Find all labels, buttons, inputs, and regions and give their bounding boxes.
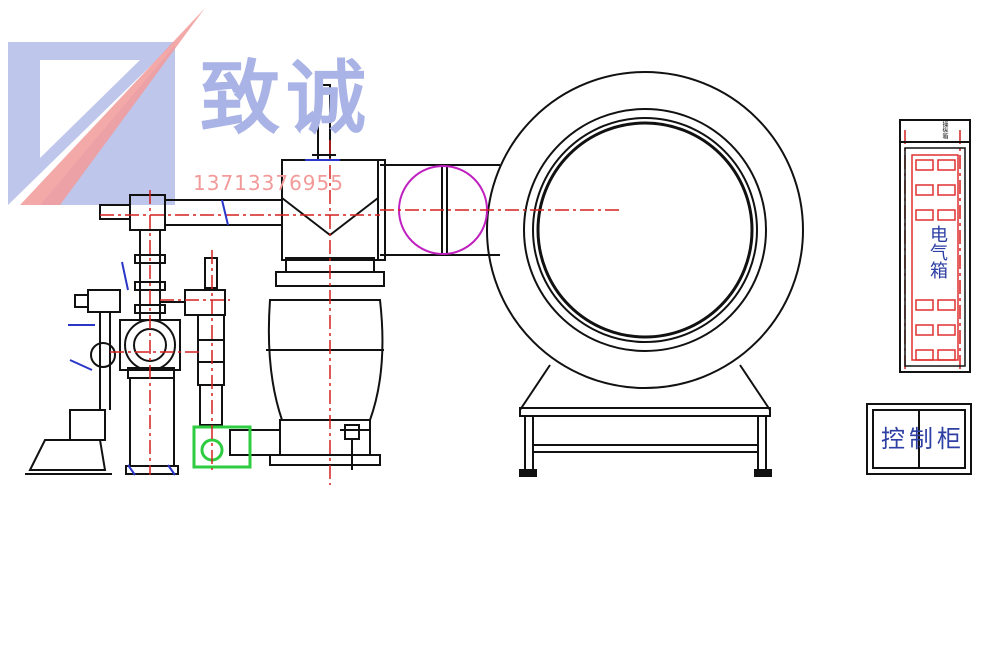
cabinet-slot xyxy=(915,349,934,361)
cabinet-slot xyxy=(937,159,956,171)
watermark-phone: 13713376955 xyxy=(193,171,344,195)
separator-valve xyxy=(340,424,370,470)
cabinet-slots xyxy=(915,159,956,361)
gearbox xyxy=(192,425,252,469)
cabinet-slot xyxy=(915,324,934,336)
cabinet-slot xyxy=(915,209,934,221)
logo-mark xyxy=(8,8,205,205)
electrical-box-title: 操纵箱 xyxy=(941,121,948,139)
electrical-box-label: 电气箱 xyxy=(927,225,948,279)
control-cabinet xyxy=(866,403,972,475)
electrical-box xyxy=(899,119,971,373)
fan-housing xyxy=(486,71,804,477)
feeder-unit xyxy=(25,289,121,475)
feed-pipe xyxy=(99,194,282,320)
cabinet-slot xyxy=(937,299,956,311)
control-cabinet-label-3: 柜 xyxy=(937,425,961,453)
watermark-brand: 致诚 xyxy=(200,52,372,145)
control-cabinet-label-1: 控 xyxy=(881,425,905,453)
control-cabinet-label-2: 制 xyxy=(909,425,933,453)
cabinet-slot xyxy=(915,159,934,171)
blower-unit xyxy=(119,289,226,475)
cabinet-slot xyxy=(937,349,956,361)
cabinet-slot xyxy=(937,324,956,336)
cabinet-slot xyxy=(937,209,956,221)
cabinet-slot xyxy=(915,299,934,311)
cabinet-slot xyxy=(915,184,934,196)
dimension-marks xyxy=(68,159,340,476)
side-column xyxy=(197,257,281,456)
cabinet-slot xyxy=(937,184,956,196)
